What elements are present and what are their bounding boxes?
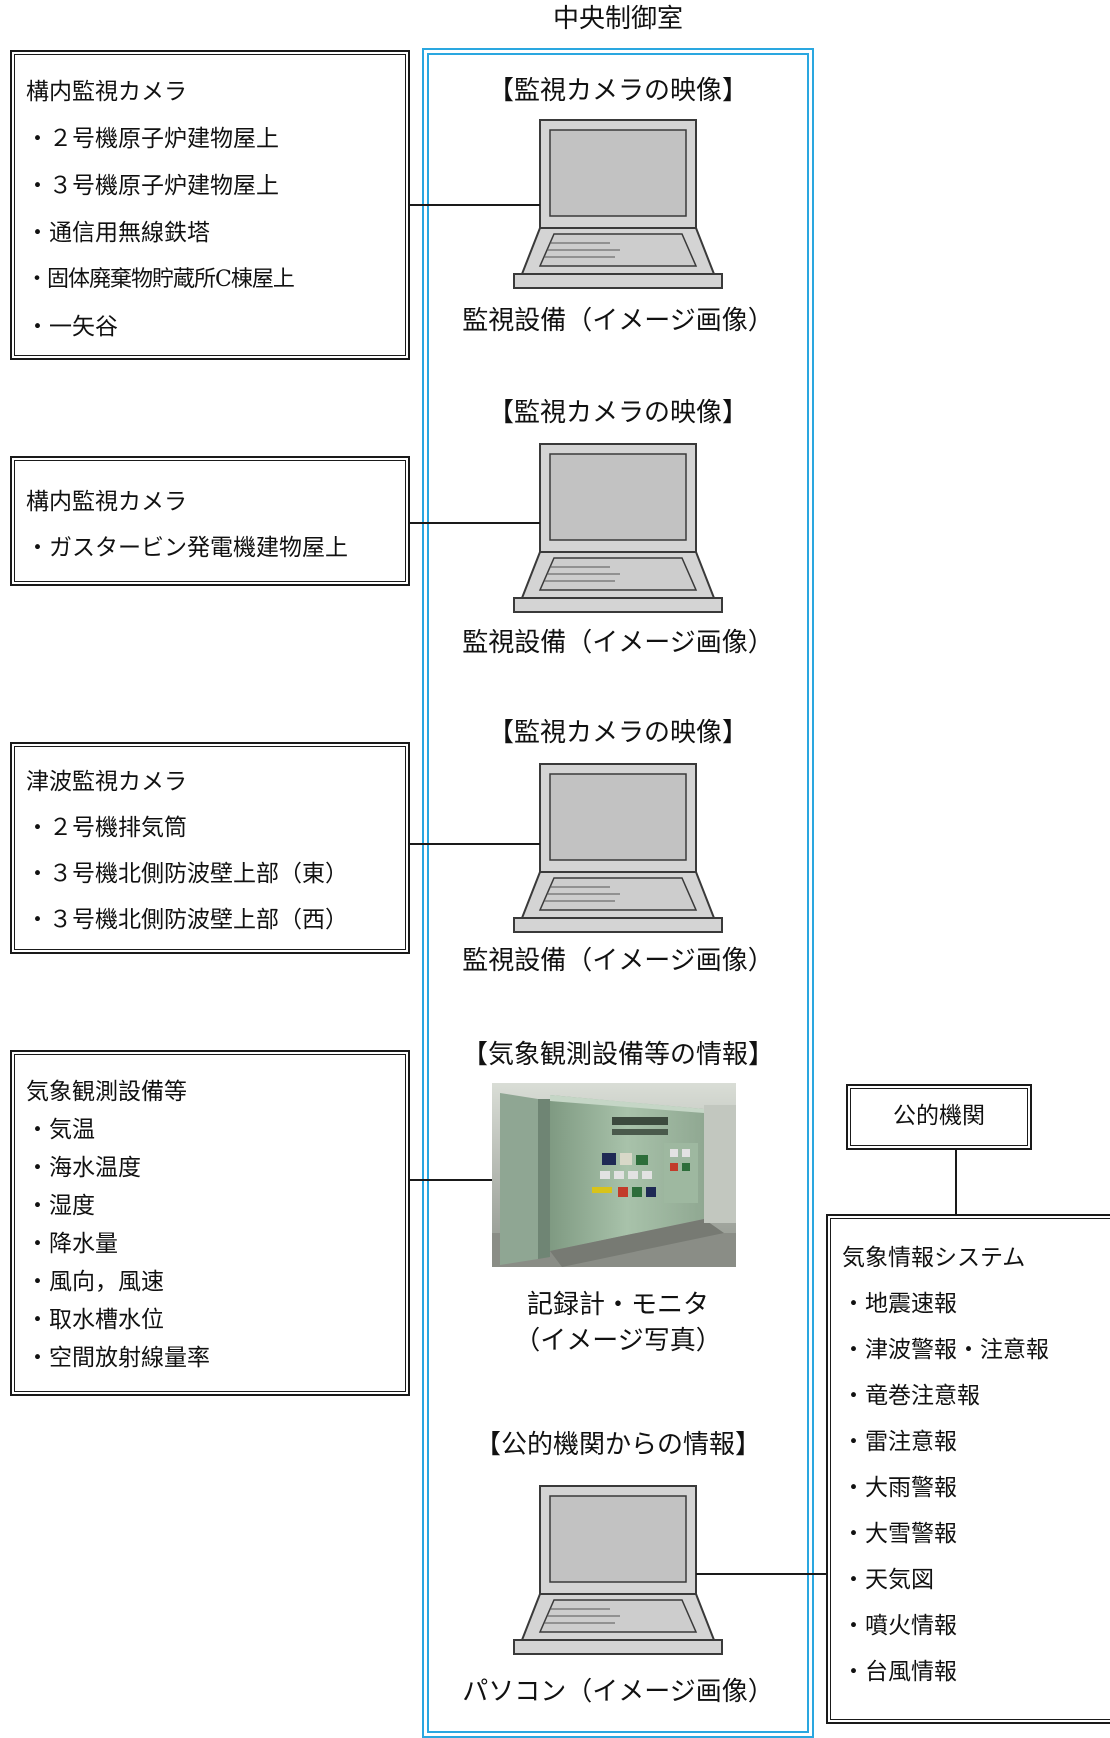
list-item: ・地震速報: [842, 1291, 957, 1317]
list-item: ・取水槽水位: [26, 1307, 164, 1333]
list-item: ・湿度: [26, 1193, 95, 1219]
list-item: ・固体廃棄物貯蔵所C棟屋上: [26, 267, 295, 292]
list-item: ・降水量: [26, 1231, 118, 1257]
connector-line: [410, 204, 540, 206]
public-agency-box: 公的機関: [846, 1084, 1032, 1150]
list-item: ・３号機原子炉建物屋上: [26, 173, 279, 199]
public-agency-label: 公的機関: [893, 1103, 985, 1129]
weather-equipment-box: 気象観測設備等 ・気温 ・海水温度 ・湿度 ・降水量 ・風向，風速 ・取水槽水位…: [10, 1050, 410, 1396]
source-title: 構内監視カメラ: [26, 489, 187, 515]
list-item: ・通信用無線鉄塔: [26, 220, 210, 246]
connector-line: [410, 522, 540, 524]
connector-line: [410, 1179, 492, 1181]
laptop-icon: [513, 443, 723, 613]
weather-info-heading: 【気象観測設備等の情報】: [461, 1040, 774, 1070]
list-item: ・天気図: [842, 1567, 934, 1593]
control-room-title: 中央制御室: [552, 4, 683, 34]
list-item: ・大雪警報: [842, 1521, 957, 1547]
laptop-icon: [513, 119, 723, 289]
monitoring-equipment-caption-1: 監視設備（イメージ画像）: [462, 306, 774, 336]
list-item: ・２号機原子炉建物屋上: [26, 126, 279, 152]
tsunami-camera-box: 津波監視カメラ ・２号機排気筒 ・３号機北側防波壁上部（東） ・３号機北側防波壁…: [10, 742, 410, 954]
source-title: 津波監視カメラ: [26, 769, 187, 795]
control-panel-photo: [492, 1083, 736, 1267]
list-item: ・竜巻注意報: [842, 1383, 980, 1409]
monitoring-equipment-caption-2: 監視設備（イメージ画像）: [462, 628, 774, 658]
list-item: ・台風情報: [842, 1659, 957, 1685]
list-item: ・気温: [26, 1117, 95, 1143]
camera-feed-heading-3: 【監視カメラの映像】: [487, 718, 748, 748]
list-item: ・雷注意報: [842, 1429, 957, 1455]
list-item: ・３号機北側防波壁上部（東）: [26, 861, 348, 887]
monitoring-equipment-caption-3: 監視設備（イメージ画像）: [462, 946, 774, 976]
list-item: ・津波警報・注意報: [842, 1337, 1049, 1363]
camera-feed-heading-1: 【監視カメラの映像】: [487, 76, 748, 106]
list-item: ・３号機北側防波壁上部（西）: [26, 907, 348, 933]
camera-feed-heading-2: 【監視カメラの映像】: [487, 398, 748, 428]
list-item: ・空間放射線量率: [26, 1345, 210, 1371]
list-item: ・噴火情報: [842, 1613, 957, 1639]
connector-line: [696, 1573, 826, 1575]
connector-line: [955, 1150, 957, 1216]
recorder-caption-line-1: 記録計・モニタ: [526, 1290, 709, 1320]
laptop-icon: [513, 1485, 723, 1655]
source-title: 構内監視カメラ: [26, 79, 187, 105]
list-item: ・ガスタービン発電機建物屋上: [26, 535, 348, 561]
weather-info-system-box: 気象情報システム ・地震速報 ・津波警報・注意報 ・竜巻注意報 ・雷注意報 ・大…: [826, 1214, 1110, 1724]
laptop-icon: [513, 763, 723, 933]
list-item: ・海水温度: [26, 1155, 141, 1181]
public-info-heading: 【公的機関からの情報】: [474, 1430, 761, 1460]
list-item: ・風向，風速: [26, 1269, 164, 1295]
list-item: ・２号機排気筒: [26, 815, 187, 841]
list-item: ・一矢谷: [26, 314, 118, 340]
premises-camera-box-2: 構内監視カメラ ・ガスタービン発電機建物屋上: [10, 456, 410, 586]
pc-caption: パソコン（イメージ画像）: [462, 1677, 774, 1707]
list-item: ・大雨警報: [842, 1475, 957, 1501]
source-title: 気象観測設備等: [26, 1079, 187, 1105]
source-title: 気象情報システム: [842, 1245, 1026, 1271]
recorder-caption-line-2: （イメージ写真）: [514, 1326, 722, 1356]
connector-line: [410, 843, 540, 845]
premises-camera-box-1: 構内監視カメラ ・２号機原子炉建物屋上 ・３号機原子炉建物屋上 ・通信用無線鉄塔…: [10, 50, 410, 360]
